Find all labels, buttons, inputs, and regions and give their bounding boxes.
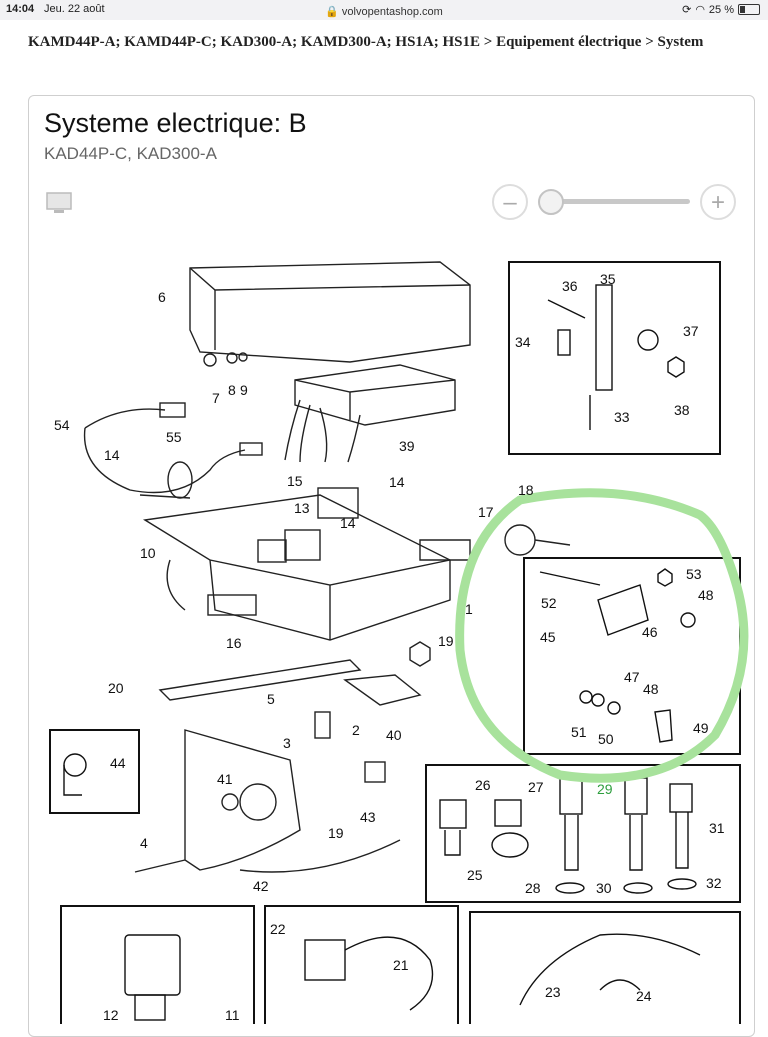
- part-label-51: 51: [571, 724, 587, 740]
- part-label-22: 22: [270, 921, 286, 937]
- part-label-2: 2: [352, 722, 360, 738]
- part-label-10: 10: [140, 545, 156, 561]
- status-bar: 14:04 Jeu. 22 août 🔒 volvopentashop.com …: [0, 0, 768, 20]
- part-label-47: 47: [624, 669, 640, 685]
- battery-icon: [738, 4, 760, 15]
- part-label-17: 17: [478, 504, 494, 520]
- zoom-out-button[interactable]: –: [492, 184, 528, 220]
- zoom-control: – +: [492, 183, 738, 223]
- url-text: volvopentashop.com: [341, 6, 443, 18]
- part-label-40: 40: [386, 727, 402, 743]
- part-label-3: 3: [283, 735, 291, 751]
- part-label-25: 25: [467, 867, 483, 883]
- url-bar[interactable]: 🔒 volvopentashop.com: [0, 5, 768, 18]
- inset-bottom-middle: [264, 905, 459, 1024]
- part-label-8: 8: [228, 382, 236, 398]
- part-label-13: 13: [294, 500, 310, 516]
- part-label-38: 38: [674, 402, 690, 418]
- battery-text: 25 %: [708, 3, 734, 16]
- zoom-track[interactable]: [540, 199, 690, 204]
- monitor-icon[interactable]: [46, 192, 72, 214]
- part-label-12: 12: [103, 1007, 119, 1023]
- part-label-16: 16: [226, 635, 242, 651]
- part-label-32: 32: [706, 875, 722, 891]
- part-label-29: 29: [597, 781, 613, 797]
- part-label-1: 1: [465, 601, 473, 617]
- part-label-44: 44: [110, 755, 126, 771]
- part-label-48b: 48: [643, 681, 659, 697]
- part-label-36: 36: [562, 278, 578, 294]
- part-label-26: 26: [475, 777, 491, 793]
- part-label-39: 39: [399, 438, 415, 454]
- part-label-11: 11: [225, 1007, 240, 1023]
- part-label-7: 7: [212, 390, 220, 406]
- part-label-6: 6: [158, 289, 166, 305]
- part-label-52: 52: [541, 595, 557, 611]
- status-time: 14:04: [6, 3, 35, 15]
- part-label-5: 5: [267, 691, 275, 707]
- status-right: ⟳ ◠ 25 %: [682, 3, 760, 16]
- part-label-14a: 14: [104, 447, 120, 463]
- part-label-41: 41: [217, 771, 233, 787]
- part-label-42: 42: [253, 878, 269, 894]
- part-label-49: 49: [693, 720, 709, 736]
- rotation-lock-icon: ⟳: [682, 4, 692, 16]
- part-label-20: 20: [108, 680, 124, 696]
- diagram-drawing: [83, 261, 571, 873]
- part-label-54: 54: [54, 417, 70, 433]
- page-subtitle: KAD44P-C, KAD300-A: [44, 144, 217, 163]
- part-label-35: 35: [600, 271, 616, 287]
- part-label-30: 30: [596, 880, 612, 896]
- part-label-9: 9: [240, 382, 248, 398]
- part-label-24: 24: [636, 988, 652, 1004]
- part-label-14c: 14: [340, 515, 356, 531]
- part-label-43: 43: [360, 809, 376, 825]
- part-labels: 1 2 3 4 5 6 7 8 9 10 11 12 13 14 14 14 1…: [54, 271, 725, 1023]
- wifi-icon: ◠: [695, 4, 705, 16]
- part-label-4: 4: [140, 835, 148, 851]
- part-label-23: 23: [545, 984, 561, 1000]
- part-label-48a: 48: [698, 587, 714, 603]
- page-title: Systeme electrique: B: [44, 108, 307, 138]
- highlight-circle: [455, 488, 749, 783]
- part-label-27: 27: [528, 779, 544, 795]
- part-label-28: 28: [525, 880, 541, 896]
- zoom-slider-knob[interactable]: [538, 189, 564, 215]
- part-label-15: 15: [287, 473, 303, 489]
- part-label-19a: 19: [438, 633, 454, 649]
- part-label-21: 21: [393, 957, 409, 973]
- part-label-55: 55: [166, 429, 182, 445]
- part-label-50: 50: [598, 731, 614, 747]
- part-label-37: 37: [683, 323, 699, 339]
- content-panel: [28, 95, 755, 1037]
- parts-diagram[interactable]: 1 2 3 4 5 6 7 8 9 10 11 12 13 14 14 14 1…: [0, 240, 768, 1024]
- part-label-45: 45: [540, 629, 556, 645]
- part-label-31: 31: [709, 820, 725, 836]
- zoom-in-button[interactable]: +: [700, 184, 736, 220]
- status-date: Jeu. 22 août: [44, 3, 105, 15]
- inset-clamp: [49, 729, 140, 814]
- inset-bottom-left: [60, 905, 255, 1024]
- part-label-34: 34: [515, 334, 531, 350]
- lock-icon: 🔒: [325, 6, 339, 18]
- part-label-14b: 14: [389, 474, 405, 490]
- part-label-19b: 19: [328, 825, 344, 841]
- part-label-46: 46: [642, 624, 658, 640]
- inset-sensors: [425, 764, 741, 903]
- inset-bottom-right: [469, 911, 741, 1024]
- part-label-18: 18: [518, 482, 534, 498]
- inset-bracket: [508, 261, 721, 455]
- part-label-33: 33: [614, 409, 630, 425]
- part-label-53: 53: [686, 566, 702, 582]
- breadcrumb[interactable]: KAMD44P-A; KAMD44P-C; KAD300-A; KAMD300-…: [28, 34, 704, 50]
